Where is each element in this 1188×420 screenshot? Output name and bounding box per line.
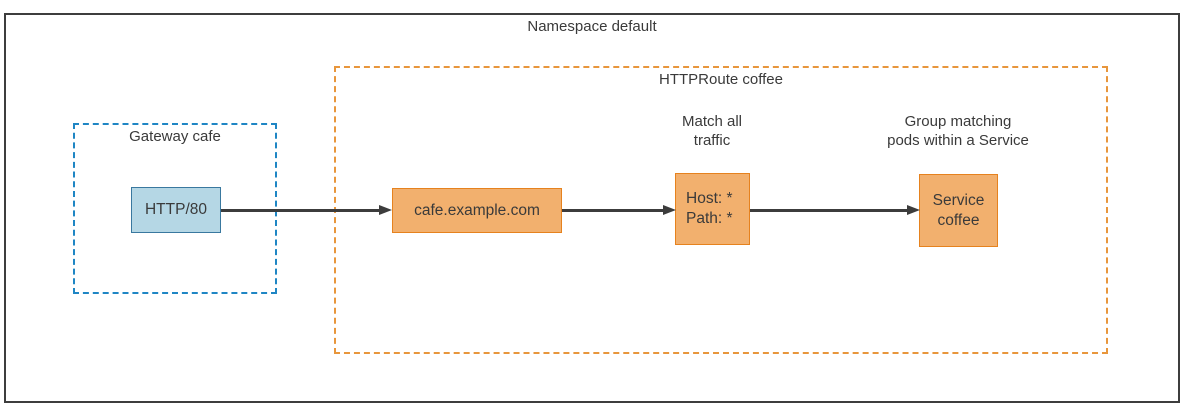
arrowhead-icon [663,205,676,215]
arrow-hostname-to-match [562,209,663,212]
arrowhead-icon [379,205,392,215]
backend-annotation: Group matching pods within a Service [887,113,1029,149]
namespace-label: Namespace default [527,18,657,35]
match-rules-node: Host: * Path: * [675,173,750,245]
namespace-boundary: Namespace default [4,13,1180,403]
httproute-label: HTTPRoute coffee [659,71,783,88]
arrow-match-to-service [750,209,907,212]
gateway-listener-node: HTTP/80 [131,187,221,233]
match-annotation: Match all traffic [681,113,743,149]
arrow-listener-to-hostname [221,209,379,212]
arrowhead-icon [907,205,920,215]
gateway-label: Gateway cafe [129,128,221,145]
service-backend-node: Service coffee [919,174,998,247]
gateway-boundary: Gateway cafe [73,123,277,294]
hostname-node: cafe.example.com [392,188,562,233]
